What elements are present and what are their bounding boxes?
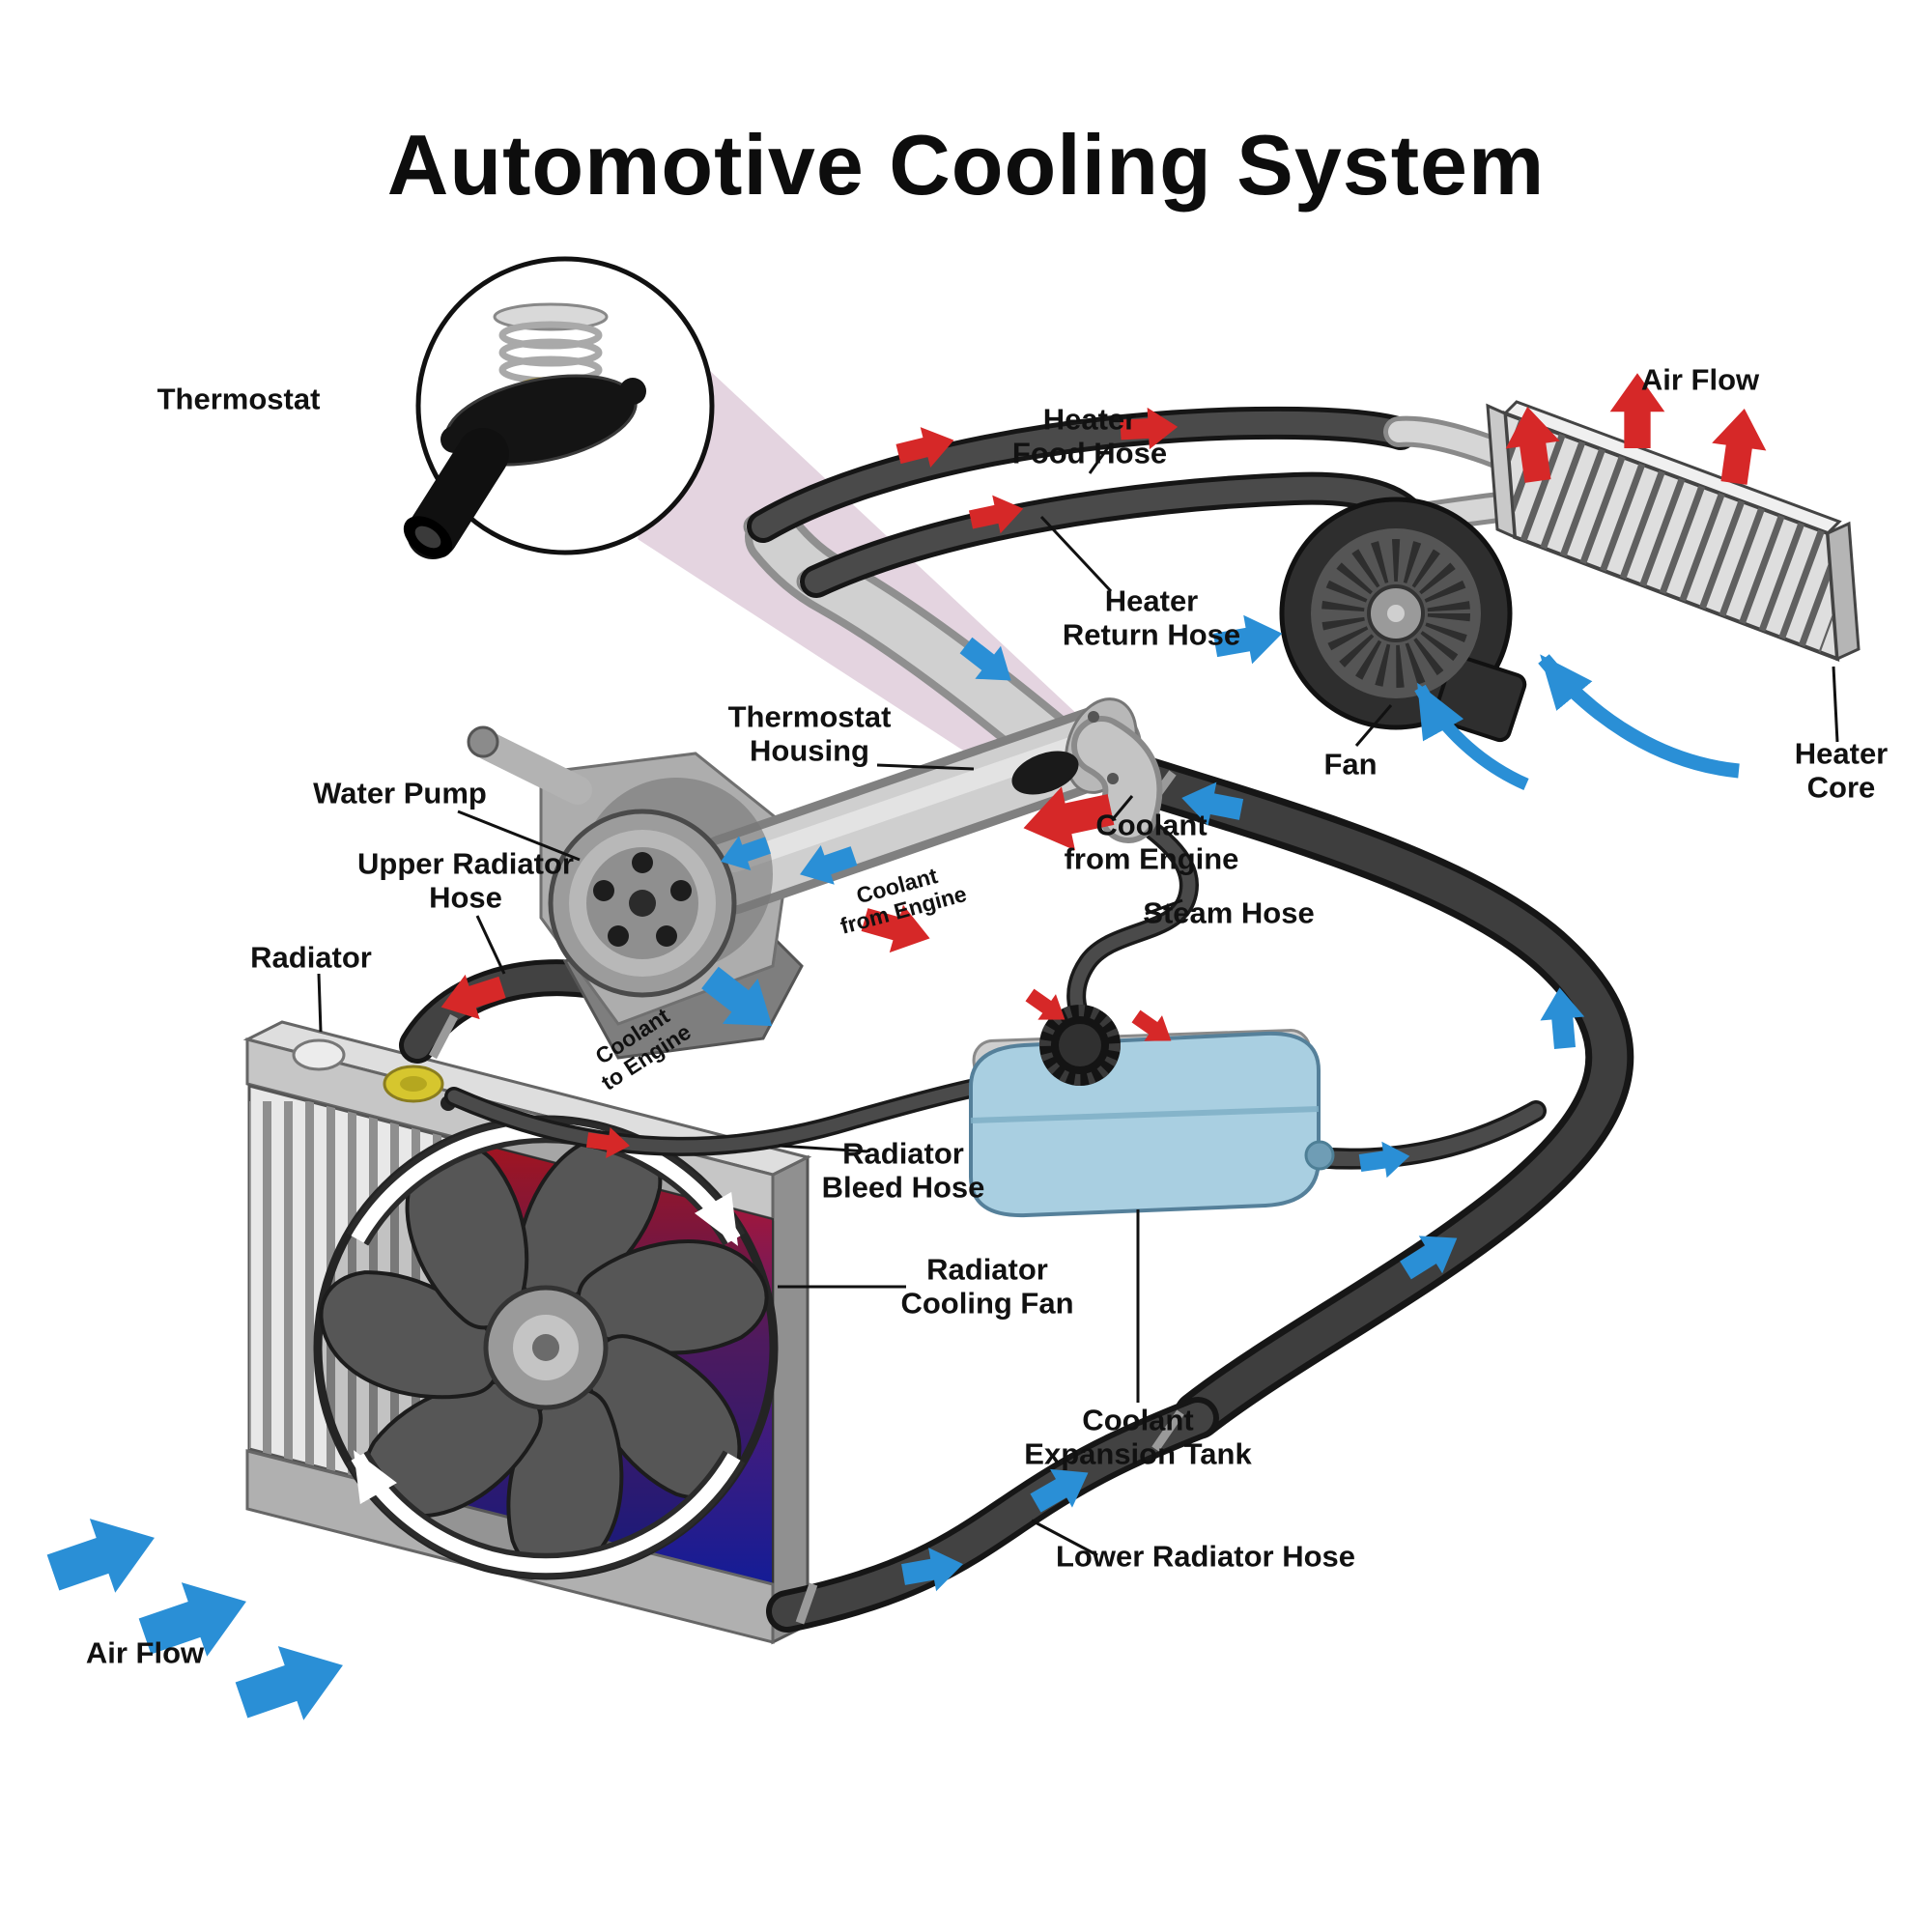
label-coolant-from-engine: Coolant from Engine [1064, 808, 1239, 875]
label-upper-radiator-hose: Upper Radiator Hose [357, 846, 574, 914]
steam-hose-part [1066, 804, 1199, 1041]
right-loop-hose [1096, 749, 1634, 1439]
label-lower-radiator-hose: Lower Radiator Hose [1055, 1539, 1356, 1574]
heater-pipe-stub [745, 507, 1078, 772]
label-heater-core: Heater Core [1794, 736, 1889, 804]
radiator-filler-neck [292, 1038, 346, 1071]
leader-lines [317, 445, 1839, 1557]
label-steam-hose: Steam Hose [1143, 895, 1315, 930]
blower-intake-arrows [1414, 654, 1740, 790]
thermostat-illustration [403, 302, 646, 559]
label-coolant-expansion-tank: Coolant Expansion Tank [1024, 1403, 1252, 1470]
airflow-arrows-bottom [40, 1500, 356, 1738]
label-air-flow-top: Air Flow [1640, 362, 1760, 397]
label-heater-food-hose: Heater Food Hose [1011, 402, 1168, 469]
label-radiator-bleed-hose: Radiator Bleed Hose [821, 1136, 985, 1204]
heater-hoses [743, 406, 1515, 598]
label-air-flow-bottom: Air Flow [85, 1635, 205, 1670]
label-fan: Fan [1323, 747, 1378, 781]
label-radiator: Radiator [250, 940, 372, 975]
blower-fan [1279, 497, 1527, 743]
label-thermostat: Thermostat [156, 382, 321, 416]
thermostat-inset [403, 256, 715, 559]
page-title: Automotive Cooling System [386, 116, 1546, 213]
engine-pipe-assembly [467, 697, 1163, 1060]
label-water-pump: Water Pump [313, 776, 487, 810]
thermostat-housing-part [1011, 697, 1163, 843]
water-pump-pulley [548, 778, 773, 998]
label-heater-return-hose: Heater Return Hose [1062, 583, 1241, 651]
label-radiator-cooling-fan: Radiator Cooling Fan [900, 1252, 1074, 1320]
expansion-tank-part [969, 1005, 1335, 1218]
lower-radiator-hose-part [766, 1397, 1219, 1633]
bleed-hose-part [444, 1077, 989, 1156]
label-thermostat-housing: Thermostat Housing [727, 699, 892, 767]
heater-core-part [1486, 400, 1861, 662]
radiator-cooling-fan-part [313, 1115, 779, 1580]
tank-outlet-hose [1305, 1100, 1547, 1170]
expansion-tank-cap [1039, 1005, 1121, 1086]
radiator-assembly [242, 1020, 812, 1645]
